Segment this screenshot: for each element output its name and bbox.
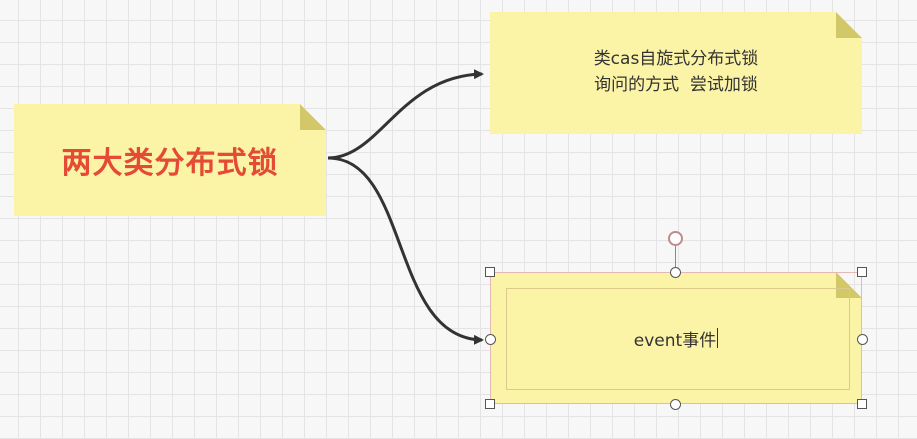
resize-handle-right[interactable] xyxy=(857,334,868,345)
resize-handle-bottom[interactable] xyxy=(670,399,681,410)
resize-handle-left[interactable] xyxy=(485,334,496,345)
note-main-label: 两大类分布式锁 xyxy=(61,146,279,181)
note-cas-spin-lock[interactable]: 类cas自旋式分布式锁 询问的方式 尝试加锁 xyxy=(490,12,862,134)
rotate-handle-stem xyxy=(675,244,676,272)
note-cas-line2: 询问的方式 尝试加锁 xyxy=(594,75,758,95)
text-cursor xyxy=(717,328,718,348)
resize-handle-top-left[interactable] xyxy=(485,267,495,277)
text-edit-area[interactable] xyxy=(506,288,850,390)
connector-main-to-event[interactable] xyxy=(327,156,484,345)
note-cas-line1: 类cas自旋式分布式锁 xyxy=(593,49,759,69)
rotate-handle[interactable] xyxy=(668,231,683,246)
note-cas-text: 类cas自旋式分布式锁 询问的方式 尝试加锁 xyxy=(490,46,862,98)
resize-handle-top[interactable] xyxy=(670,267,681,278)
resize-handle-top-right[interactable] xyxy=(857,267,867,277)
note-event[interactable]: event事件 xyxy=(490,272,862,404)
note-main[interactable]: 两大类分布式锁 xyxy=(14,104,326,216)
note-event-text[interactable]: event事件 xyxy=(490,272,862,404)
resize-handle-bottom-left[interactable] xyxy=(485,399,495,409)
connector-main-to-cas[interactable] xyxy=(327,69,484,160)
note-event-label: event事件 xyxy=(633,330,717,351)
resize-handle-bottom-right[interactable] xyxy=(857,399,867,409)
